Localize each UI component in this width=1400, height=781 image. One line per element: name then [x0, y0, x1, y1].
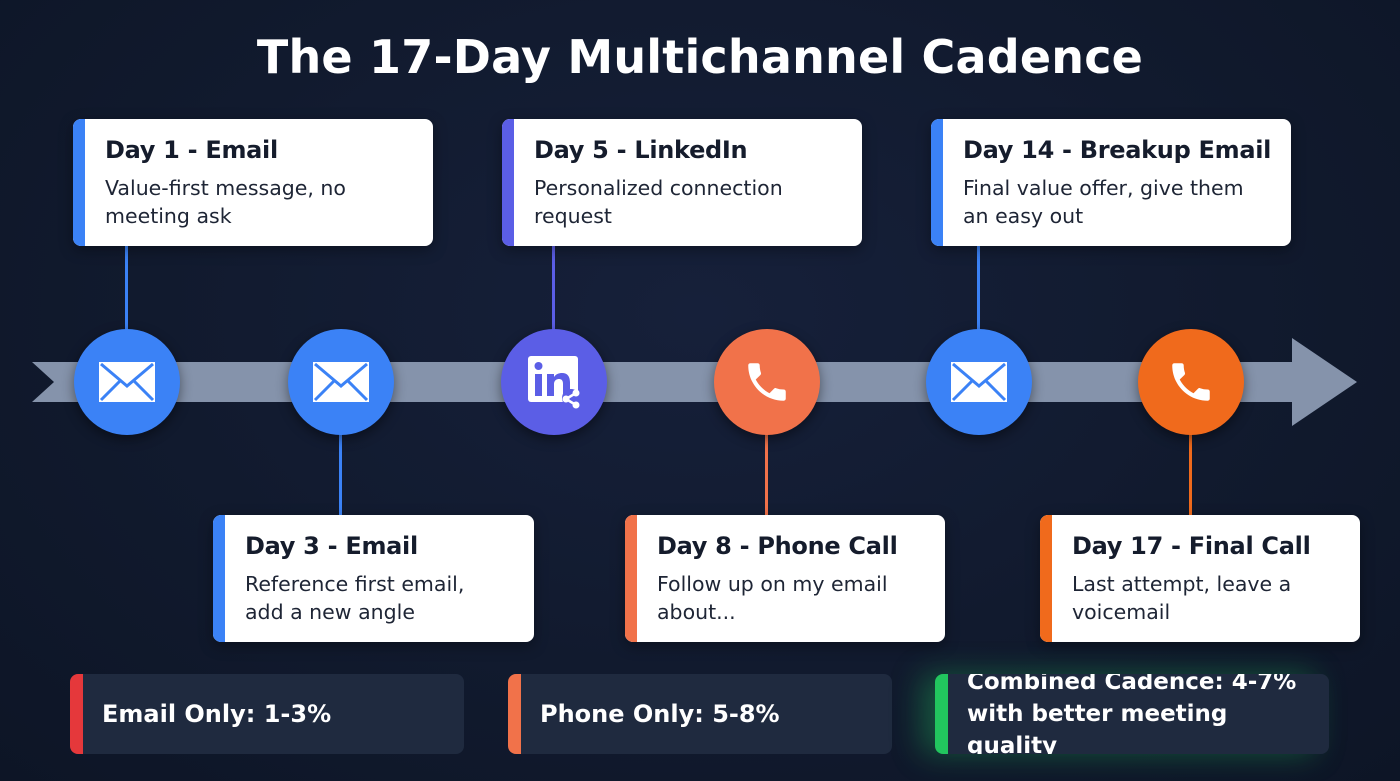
- stat-label: Phone Only: 5-8%: [540, 700, 780, 728]
- envelope-icon: [313, 362, 369, 402]
- connector-day-8: [765, 434, 768, 516]
- connector-day-3: [339, 434, 342, 516]
- card-accent-bar: [1040, 515, 1052, 642]
- card-accent-bar: [625, 515, 637, 642]
- step-title: Day 17 - Final Call: [1072, 532, 1311, 560]
- step-description: Follow up on my email about...: [657, 572, 888, 624]
- step-description: Reference first email, add a new angle: [245, 572, 465, 624]
- step-card-day-5: Day 5 - LinkedIn Personalized connection…: [502, 119, 862, 246]
- step-card-day-1: Day 1 - Email Value-first message, no me…: [73, 119, 433, 246]
- phone-icon: [1172, 363, 1210, 401]
- node-day-3: [288, 329, 394, 435]
- step-description: Personalized connection request: [534, 176, 783, 228]
- connector-day-5: [552, 246, 555, 330]
- step-description: Last attempt, leave a voicemail: [1072, 572, 1292, 624]
- stat-label: Email Only: 1-3%: [102, 700, 332, 728]
- step-description: Final value offer, give them an easy out: [963, 176, 1244, 228]
- step-title: Day 8 - Phone Call: [657, 532, 898, 560]
- node-day-5: [501, 329, 607, 435]
- node-day-14: [926, 329, 1032, 435]
- step-card-day-17: Day 17 - Final Call Last attempt, leave …: [1040, 515, 1360, 642]
- node-day-1: [74, 329, 180, 435]
- connector-day-14: [977, 246, 980, 330]
- envelope-icon: [951, 362, 1007, 402]
- stat-label: Combined Cadence: 4-7% with better meeti…: [967, 674, 1297, 754]
- stat-accent-bar: [70, 674, 83, 754]
- connector-day-1: [125, 246, 128, 330]
- step-card-day-3: Day 3 - Email Reference first email, add…: [213, 515, 534, 642]
- stat-email-only: Email Only: 1-3%: [70, 674, 464, 754]
- stat-combined-cadence: Combined Cadence: 4-7% with better meeti…: [935, 674, 1329, 754]
- card-accent-bar: [213, 515, 225, 642]
- step-description: Value-first message, no meeting ask: [105, 176, 346, 228]
- stat-phone-only: Phone Only: 5-8%: [508, 674, 892, 754]
- connector-day-17: [1189, 434, 1192, 516]
- step-title: Day 14 - Breakup Email: [963, 136, 1272, 164]
- step-title: Day 1 - Email: [105, 136, 278, 164]
- envelope-icon: [99, 362, 155, 402]
- node-day-17: [1138, 329, 1244, 435]
- phone-icon: [748, 363, 786, 401]
- card-accent-bar: [502, 119, 514, 246]
- step-card-day-8: Day 8 - Phone Call Follow up on my email…: [625, 515, 945, 642]
- card-accent-bar: [931, 119, 943, 246]
- step-title: Day 3 - Email: [245, 532, 418, 560]
- stat-accent-bar: [508, 674, 521, 754]
- card-accent-bar: [73, 119, 85, 246]
- page-title: The 17-Day Multichannel Cadence: [256, 30, 1144, 84]
- stat-accent-bar: [935, 674, 948, 754]
- step-card-day-14: Day 14 - Breakup Email Final value offer…: [931, 119, 1291, 246]
- node-day-8: [714, 329, 820, 435]
- linkedin-icon: [528, 356, 580, 409]
- step-title: Day 5 - LinkedIn: [534, 136, 748, 164]
